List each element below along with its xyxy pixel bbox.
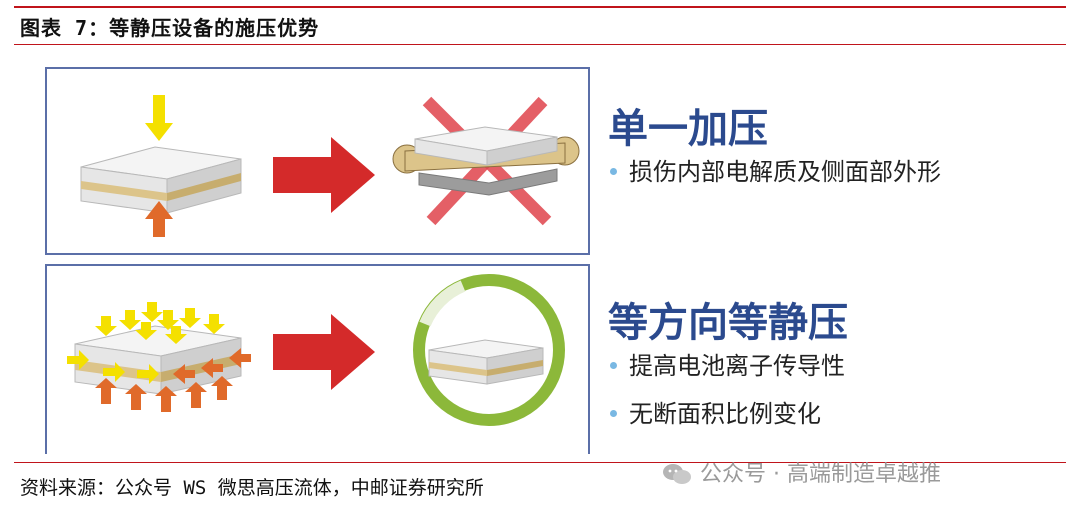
transition-arrow <box>273 314 375 390</box>
figure-title: 图表 7：等静压设备的施压优势 <box>20 16 320 40</box>
bullet-dot-icon <box>610 361 617 369</box>
watermark: 公众号 · 高端制造卓越推 <box>662 456 941 488</box>
layered-cell-result <box>428 339 544 385</box>
press-left-arrows <box>173 348 251 384</box>
press-up-arrows <box>95 376 233 412</box>
top-rule <box>14 6 1066 8</box>
single-press-illustration <box>80 95 580 237</box>
layered-cell-after <box>392 126 580 196</box>
press-down-arrows <box>95 302 225 344</box>
single-press-heading: 单一加压 <box>608 106 768 152</box>
bottom-rule <box>14 462 1066 463</box>
isostatic-bullet-2: 无断面积比例变化 <box>610 394 821 429</box>
isostatic-bullet-1: 提高电池离子传导性 <box>610 346 845 381</box>
isostatic-press-illustration <box>67 274 565 426</box>
press-down-arrow <box>145 95 173 141</box>
single-press-bullet: 损伤内部电解质及侧面部外形 <box>610 152 941 187</box>
press-up-arrow <box>145 201 173 237</box>
transition-arrow <box>273 137 375 213</box>
layered-cell-before <box>80 146 242 214</box>
bullet-dot-icon <box>610 409 617 417</box>
press-right-arrows <box>67 350 159 384</box>
wechat-icon <box>663 464 691 484</box>
isostatic-press-panel <box>45 264 590 454</box>
isostatic-press-heading: 等方向等静压 <box>608 300 848 346</box>
single-press-panel <box>45 67 590 255</box>
bullet-dot-icon <box>610 167 617 175</box>
title-rule <box>14 44 1066 45</box>
source-note: 资料来源：公众号 WS 微思高压流体，中邮证券研究所 <box>20 477 484 499</box>
isostatic-ring <box>413 274 565 426</box>
